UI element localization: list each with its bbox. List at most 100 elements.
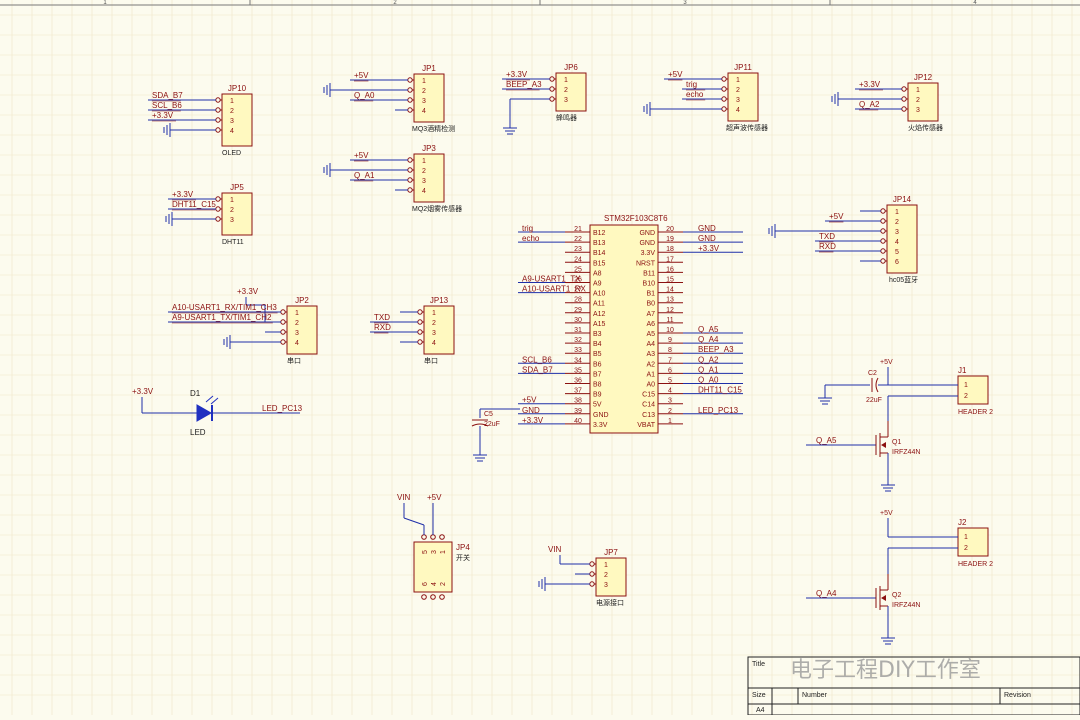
pin-stub: [880, 258, 886, 264]
pin-stub: [901, 106, 907, 112]
pin-number: 2: [295, 320, 299, 327]
net-label: BEEP_A3: [506, 80, 542, 89]
connector-ref: JP12: [914, 73, 933, 82]
net-label: Q_A0: [354, 91, 375, 100]
pin-number: 1: [736, 77, 740, 84]
pin-name: GND: [639, 230, 655, 237]
pin-number: 10: [666, 327, 674, 334]
pin-stub: [880, 248, 886, 254]
pin-number: 2: [230, 207, 234, 214]
number-label: Number: [802, 692, 828, 699]
pin-number: 23: [574, 246, 582, 253]
pin-stub: [880, 218, 886, 224]
connector-body: [595, 557, 627, 597]
pin-number: 24: [574, 256, 582, 263]
pin-number: 3: [230, 118, 234, 125]
net-label: +5V: [880, 510, 893, 517]
pin-stub: [417, 309, 423, 315]
pin-number: 2: [422, 88, 426, 95]
mosfet-arrow: [881, 595, 886, 601]
net-label: echo: [686, 90, 704, 99]
pin-number: 4: [895, 239, 899, 246]
capacitor-ref: C2: [868, 370, 877, 377]
pin-stub: [439, 594, 445, 600]
pin-name: GND: [593, 412, 609, 419]
pin-number: 4: [432, 340, 436, 347]
pin-name: B15: [593, 260, 606, 267]
pin-name: B3: [593, 331, 602, 338]
pin-name: B13: [593, 240, 606, 247]
connector-body: [423, 305, 455, 355]
title-label: Title: [752, 661, 765, 668]
net-label: echo: [522, 234, 540, 243]
net-label: GND: [698, 224, 716, 233]
pin-number: 3: [604, 582, 608, 589]
header-ref: J2: [958, 518, 967, 527]
net-label: TXD: [819, 232, 835, 241]
pin-number: 3: [431, 550, 438, 554]
pin-stub: [280, 309, 286, 315]
pin-number: 3: [736, 97, 740, 104]
connector-ref: JP10: [228, 84, 247, 93]
pin-name: B5: [593, 351, 602, 358]
connector-body: [727, 72, 759, 122]
zone-number: 3: [683, 0, 687, 6]
connector-caption: 串口: [424, 357, 438, 365]
net-label: +5V: [880, 359, 893, 366]
pin-number: 25: [574, 266, 582, 273]
pin-name: A4: [646, 341, 655, 348]
pin-stub: [407, 187, 413, 193]
net-label: +5V: [354, 151, 369, 160]
pin-stub: [407, 177, 413, 183]
net-label: trig: [522, 224, 533, 233]
mosfet-ref: Q2: [892, 592, 901, 599]
pin-number: 2: [440, 582, 447, 586]
capacitor-plate: [471, 423, 489, 427]
pin-name: B11: [643, 270, 655, 277]
net-label: RXD: [374, 323, 391, 332]
pin-number: 6: [422, 582, 429, 586]
pin-stub: [407, 77, 413, 83]
net-label: +3.3V: [132, 387, 154, 396]
pin-number: 31: [574, 327, 582, 334]
pin-number: 2: [668, 408, 672, 415]
led-symbol: [196, 404, 213, 422]
pin-name: A0: [646, 382, 655, 389]
pin-stub: [280, 339, 286, 345]
connector-ref: JP5: [230, 183, 244, 192]
pin-number: 33: [574, 347, 582, 354]
net-label: +5V: [427, 493, 442, 502]
pin-number: 11: [666, 317, 673, 324]
net-label: A9-USART1_TX/TIM1_CH2: [172, 313, 272, 322]
connector-ref: JP7: [604, 548, 618, 557]
capacitor-value: 22uF: [484, 421, 500, 428]
zone-number: 4: [973, 0, 977, 6]
pin-stub: [421, 594, 427, 600]
pin-name: A3: [646, 351, 655, 358]
zone-number: 2: [393, 0, 397, 6]
pin-stub: [215, 216, 221, 222]
net-label: Q_A2: [698, 355, 719, 364]
pin-stub: [880, 208, 886, 214]
connector-ref: JP6: [564, 63, 578, 72]
pin-number: 12: [666, 307, 674, 314]
pin-name: A15: [593, 321, 606, 328]
connector-body: [221, 192, 253, 236]
net-label: +3.3V: [237, 287, 259, 296]
pin-stub: [901, 86, 907, 92]
pin-number: 4: [736, 107, 740, 114]
mosfet-arrow: [881, 442, 886, 448]
pin-number: 2: [230, 108, 234, 115]
capacitor-ref: C5: [484, 411, 493, 418]
pin-number: 2: [564, 87, 568, 94]
pin-name: A11: [593, 301, 605, 308]
pin-name: B6: [593, 361, 602, 368]
net-label: Q_A5: [816, 436, 837, 445]
pin-number: 15: [666, 277, 674, 284]
net-label: DHT11_C15: [172, 200, 216, 209]
pin-number: 19: [666, 236, 674, 243]
pin-name: C13: [642, 412, 655, 419]
header-ref: J1: [958, 366, 967, 375]
net-label: +3.3V: [172, 190, 194, 199]
mosfet-part: IRFZ44N: [892, 449, 920, 456]
